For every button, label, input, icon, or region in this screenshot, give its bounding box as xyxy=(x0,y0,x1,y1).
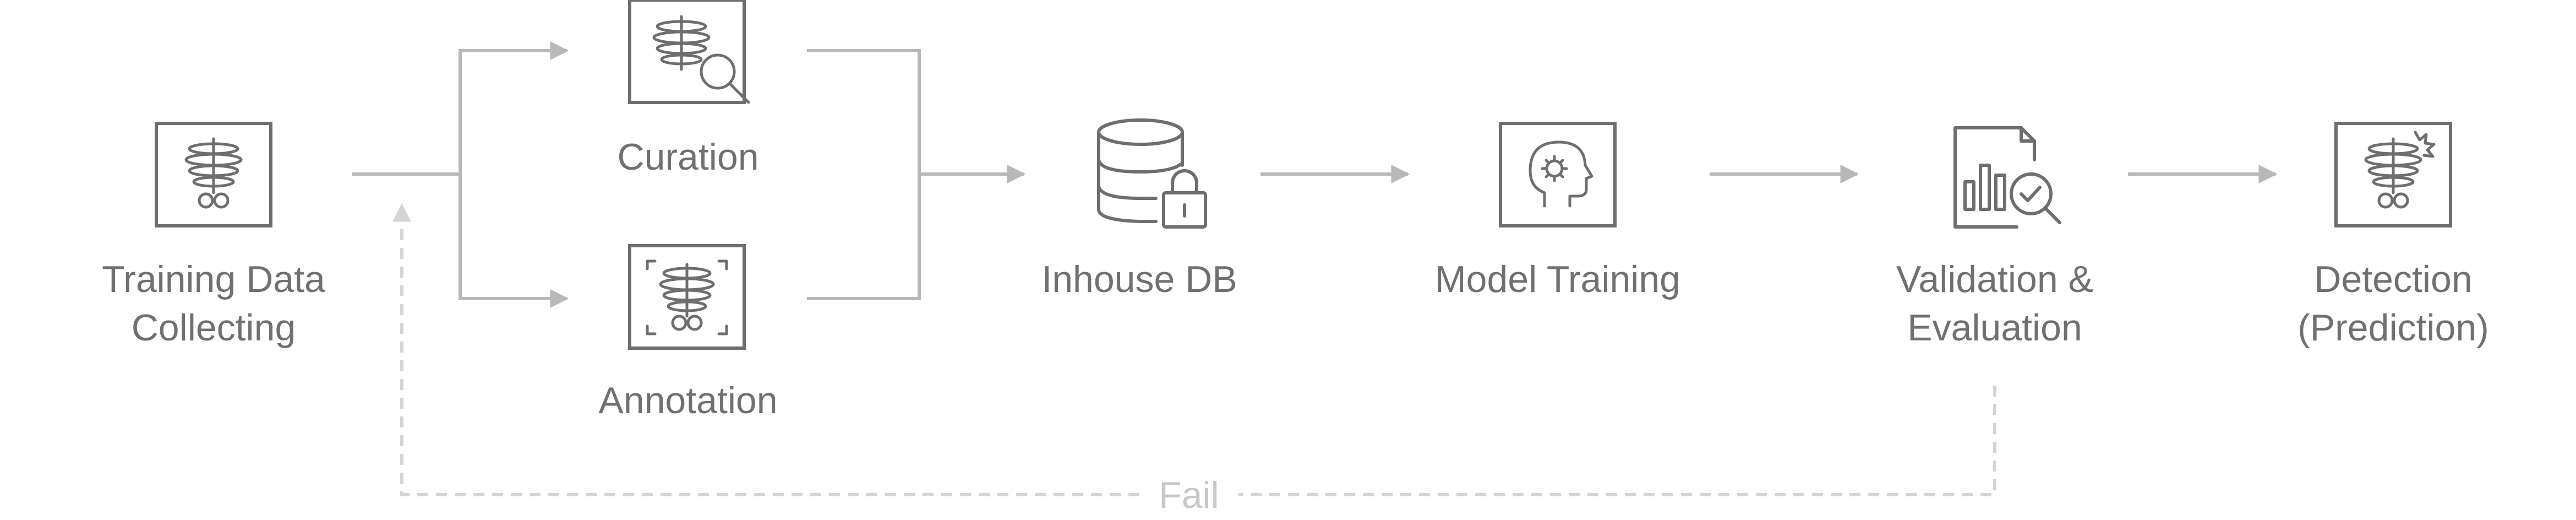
xray-spine-icon xyxy=(184,137,243,209)
node-training-data: Training Data Collecting xyxy=(102,122,325,349)
locked-database-icon xyxy=(1097,118,1207,229)
report-check-icon xyxy=(1953,126,2061,229)
model-training-label: Model Training xyxy=(1435,258,1680,300)
feedback-label: Fail xyxy=(1159,474,1219,516)
arrow-to-annotation xyxy=(459,174,569,308)
annotation-label: Annotation xyxy=(598,380,777,421)
training-data-label-line2: Collecting xyxy=(132,307,296,349)
curation-frame xyxy=(628,0,746,104)
line-curation-merge xyxy=(807,49,921,300)
xray-annotation-icon xyxy=(646,259,728,335)
curation-label: Curation xyxy=(617,136,758,178)
feedback-loop-line xyxy=(402,205,1996,496)
validation-label-line2: Evaluation xyxy=(1907,307,2082,349)
node-model-training: Model Training xyxy=(1435,122,1680,300)
detection-label-line1: Detection xyxy=(2314,258,2472,300)
inhouse-db-label: Inhouse DB xyxy=(1041,258,1237,300)
node-detection: Detection (Prediction) xyxy=(2297,122,2489,349)
xray-detection-icon xyxy=(2364,131,2436,209)
training-data-label-line1: Training Data xyxy=(102,258,325,300)
node-validation: Validation & Evaluation xyxy=(1896,126,2093,349)
node-annotation: Annotation xyxy=(598,244,778,421)
node-inhouse-db: Inhouse DB xyxy=(1041,118,1237,300)
arrow-to-curation xyxy=(459,41,569,174)
ai-head-icon xyxy=(1529,140,1593,208)
connectors: Fail xyxy=(352,41,2278,516)
detection-label-line2: (Prediction) xyxy=(2297,307,2489,349)
node-curation: Curation xyxy=(617,0,759,178)
document-search-icon xyxy=(652,15,750,104)
validation-label-line1: Validation & xyxy=(1896,258,2093,300)
